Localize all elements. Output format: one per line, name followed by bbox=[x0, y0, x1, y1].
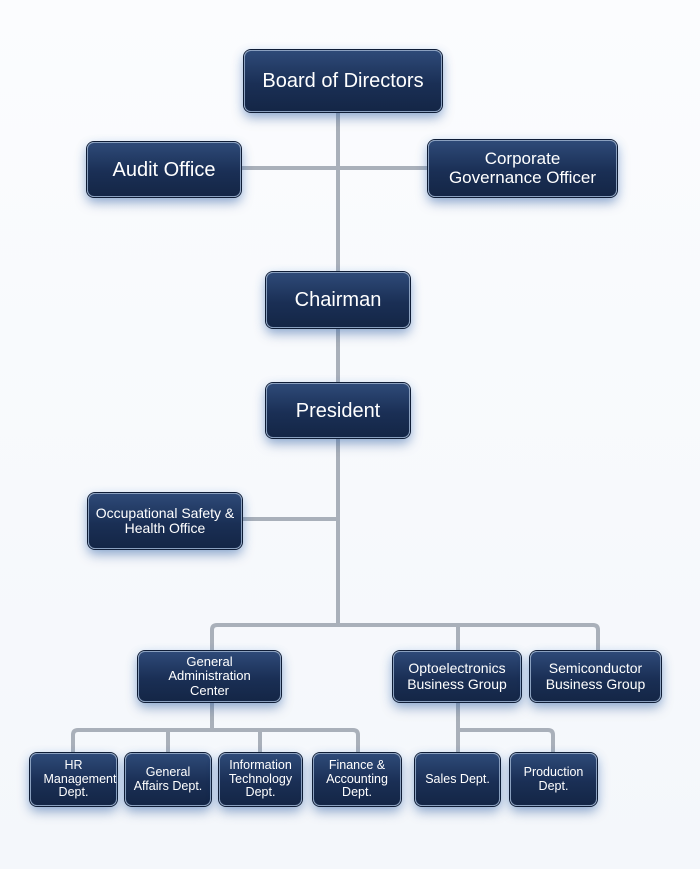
node-label: HR Management Dept. bbox=[43, 757, 117, 800]
node-safety-office: Occupational Safety & Health Office bbox=[88, 493, 242, 549]
node-general-administration-center: General Administration Center bbox=[138, 651, 281, 702]
division-bus bbox=[210, 612, 600, 651]
node-label: Board of Directors bbox=[262, 70, 424, 92]
node-finance-dept: Finance & Accounting Dept. bbox=[313, 753, 401, 806]
gac-bus bbox=[71, 702, 360, 753]
node-label: General Affairs Dept. bbox=[133, 764, 203, 793]
node-it-dept: Information Technology Dept. bbox=[219, 753, 302, 806]
node-label: Production Dept. bbox=[523, 764, 584, 793]
node-label: President bbox=[295, 399, 381, 422]
node-label: Occupational Safety & Health Office bbox=[95, 504, 235, 536]
node-corporate-governance-officer: Corporate Governance Officer bbox=[428, 140, 617, 197]
node-president: President bbox=[266, 383, 410, 438]
node-semiconductor-group: Semiconductor Business Group bbox=[530, 651, 661, 702]
node-board-of-directors: Board of Directors bbox=[244, 50, 442, 112]
node-optoelectronics-group: Optoelectronics Business Group bbox=[393, 651, 521, 702]
node-general-affairs-dept: General Affairs Dept. bbox=[125, 753, 211, 806]
node-label: General Administration Center bbox=[168, 654, 251, 698]
node-production-dept: Production Dept. bbox=[510, 753, 597, 806]
node-label: Corporate Governance Officer bbox=[448, 148, 597, 187]
node-label: Chairman bbox=[294, 289, 382, 311]
node-sales-dept: Sales Dept. bbox=[415, 753, 500, 806]
node-label: Semiconductor Business Group bbox=[545, 660, 646, 692]
opto-bus bbox=[456, 702, 555, 753]
node-chairman: Chairman bbox=[266, 272, 410, 328]
node-label: Audit Office bbox=[112, 158, 216, 181]
node-label: Optoelectronics Business Group bbox=[407, 660, 507, 692]
node-audit-office: Audit Office bbox=[87, 142, 241, 197]
node-label: Information Technology Dept. bbox=[228, 757, 293, 800]
node-hr-dept: HR Management Dept. bbox=[30, 753, 117, 806]
node-label: Finance & Accounting Dept. bbox=[326, 757, 388, 800]
node-label: Sales Dept. bbox=[425, 771, 490, 786]
